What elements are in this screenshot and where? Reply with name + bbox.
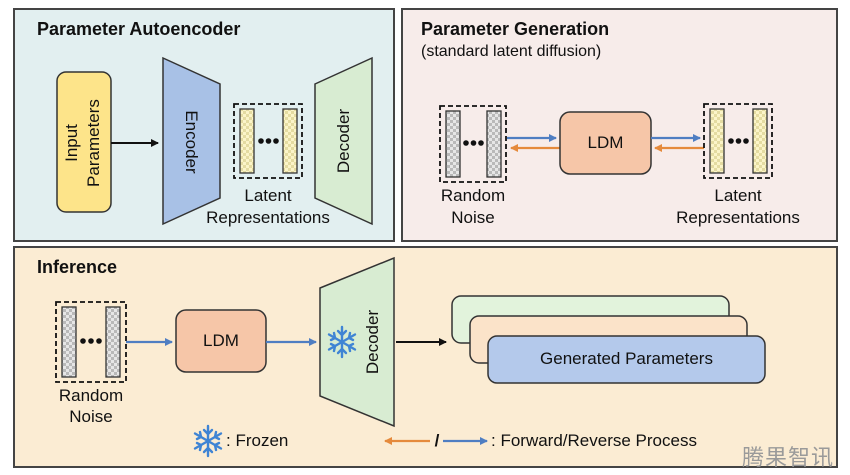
inference-noise-dashed-frame bbox=[55, 301, 127, 383]
noise-ellipsis bbox=[463, 140, 484, 146]
inference-title: Inference bbox=[37, 257, 118, 277]
gen-latent-ellipsis bbox=[728, 138, 749, 144]
ae-latent-label-line1: Latent bbox=[244, 186, 292, 205]
legend-slash: / bbox=[434, 431, 440, 450]
noise-dashed-frame bbox=[439, 105, 507, 183]
inf-decoder-label: Decoder bbox=[363, 309, 382, 375]
encoder-trapezoid bbox=[162, 56, 221, 226]
generation-ldm-box bbox=[559, 111, 652, 175]
gen-noise-label-line2: Noise bbox=[451, 208, 495, 227]
snowflake-icon bbox=[327, 325, 357, 359]
gen-latent-label-line1: Latent bbox=[714, 186, 762, 205]
inference-noise-bar-left bbox=[61, 306, 77, 378]
decoder-trapezoid bbox=[314, 56, 373, 226]
inference-decoder-trapezoid bbox=[319, 256, 395, 428]
input-parameters-label: Input Parameters bbox=[61, 83, 107, 203]
generated-parameters-label: Generated Parameters bbox=[540, 349, 713, 368]
watermark: 腾果智讯 bbox=[742, 446, 835, 471]
latent-ellipsis bbox=[258, 138, 279, 144]
legend-snowflake-icon bbox=[193, 424, 223, 458]
input-parameters-text: Input Parameters bbox=[62, 99, 103, 187]
generation-title: Parameter Generation bbox=[421, 19, 610, 39]
noise-bar-right bbox=[486, 110, 502, 178]
legend-frozen-text: : Frozen bbox=[226, 431, 289, 450]
gen-latent-bar-right bbox=[752, 108, 768, 174]
gen-latent-bar-left bbox=[709, 108, 725, 174]
gen-latent-label-line2: Representations bbox=[676, 208, 800, 227]
noise-bar-left bbox=[445, 110, 461, 178]
inf-ldm-label: LDM bbox=[203, 331, 239, 350]
gen-noise-label-line1: Random bbox=[440, 186, 506, 205]
decoder-label: Decoder bbox=[334, 108, 353, 174]
generation-subtitle: (standard latent diffusion) bbox=[421, 43, 602, 60]
legend-process-text: : Forward/Reverse Process bbox=[491, 431, 697, 450]
latent-bar-left bbox=[239, 108, 255, 174]
encoder-label: Encoder bbox=[182, 110, 201, 174]
gen-ldm-label: LDM bbox=[587, 133, 624, 152]
inference-noise-bar-right bbox=[105, 306, 121, 378]
autoencoder-title: Parameter Autoencoder bbox=[37, 19, 241, 39]
gen-latent-dashed-frame bbox=[703, 103, 773, 179]
output-card-front bbox=[487, 335, 766, 384]
latent-dashed-frame bbox=[233, 103, 303, 179]
inf-noise-label-line1: Random bbox=[58, 386, 124, 405]
inf-noise-label-line2: Noise bbox=[69, 407, 113, 426]
inference-noise-ellipsis bbox=[80, 338, 102, 344]
latent-bar-right bbox=[282, 108, 298, 174]
ae-latent-label-line2: Representations bbox=[206, 208, 330, 227]
